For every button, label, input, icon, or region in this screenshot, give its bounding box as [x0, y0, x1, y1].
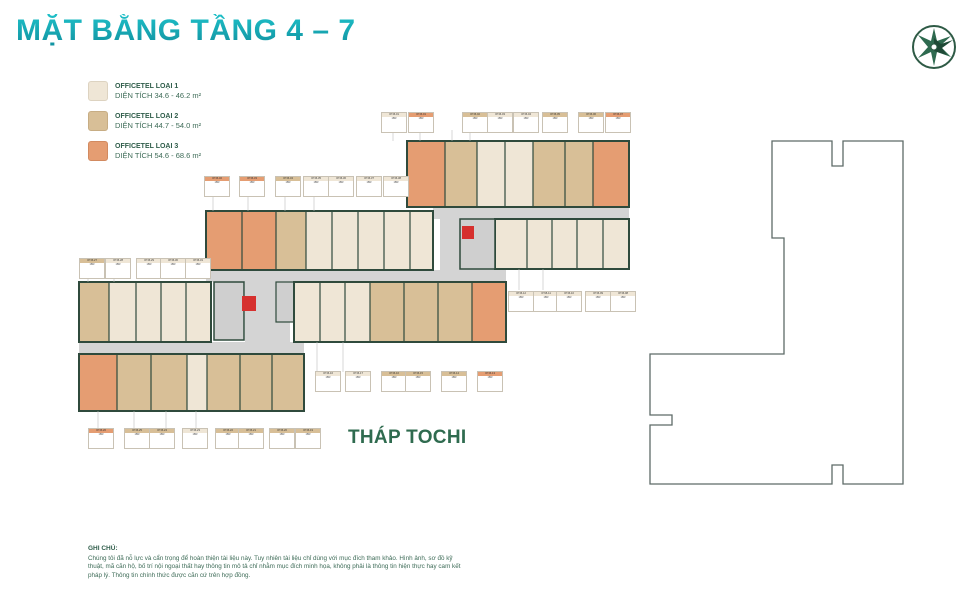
- legend: OFFICETEL LOẠI 1 DIỆN TÍCH 34.6 - 46.2 m…: [88, 80, 201, 170]
- notes: GHI CHÚ: Chúng tôi đã nỗ lực và cẩn trọn…: [88, 545, 468, 580]
- block-left-middle: [78, 281, 295, 343]
- swatch-type-1: [88, 81, 108, 101]
- block-top-middle: [205, 210, 434, 271]
- compass-logo-icon: [912, 25, 956, 69]
- block-center-middle: [293, 281, 507, 343]
- tower-label: THÁP TOCHI: [348, 427, 467, 448]
- legend-label: OFFICETEL LOẠI 1: [115, 82, 179, 90]
- swatch-type-2: [88, 111, 108, 131]
- legend-item-type-1: OFFICETEL LOẠI 1 DIỆN TÍCH 34.6 - 46.2 m…: [88, 80, 201, 102]
- tower-outline: [649, 140, 904, 485]
- legend-area: DIỆN TÍCH 34.6 - 46.2 m²: [115, 90, 202, 100]
- legend-area: DIỆN TÍCH 54.6 - 68.6 m²: [115, 150, 202, 160]
- legend-item-type-2: OFFICETEL LOẠI 2 DIỆN TÍCH 44.7 - 54.0 m…: [88, 110, 201, 132]
- block-right-middle: [459, 218, 630, 270]
- swatch-type-3: [88, 141, 108, 161]
- legend-area: DIỆN TÍCH 44.7 - 54.0 m²: [115, 120, 202, 130]
- legend-label: OFFICETEL LOẠI 3: [115, 142, 179, 150]
- block-top-right: [406, 140, 630, 208]
- notes-body: Chúng tôi đã nỗ lực và cẩn trọng để hoàn…: [88, 555, 461, 579]
- legend-item-type-3: OFFICETEL LOẠI 3 DIỆN TÍCH 54.6 - 68.6 m…: [88, 140, 201, 162]
- block-bottom: [78, 353, 305, 412]
- legend-label: OFFICETEL LOẠI 2: [115, 112, 179, 120]
- notes-title: GHI CHÚ:: [88, 545, 118, 552]
- page-title: MẶT BẰNG TẦNG 4 – 7: [16, 14, 356, 47]
